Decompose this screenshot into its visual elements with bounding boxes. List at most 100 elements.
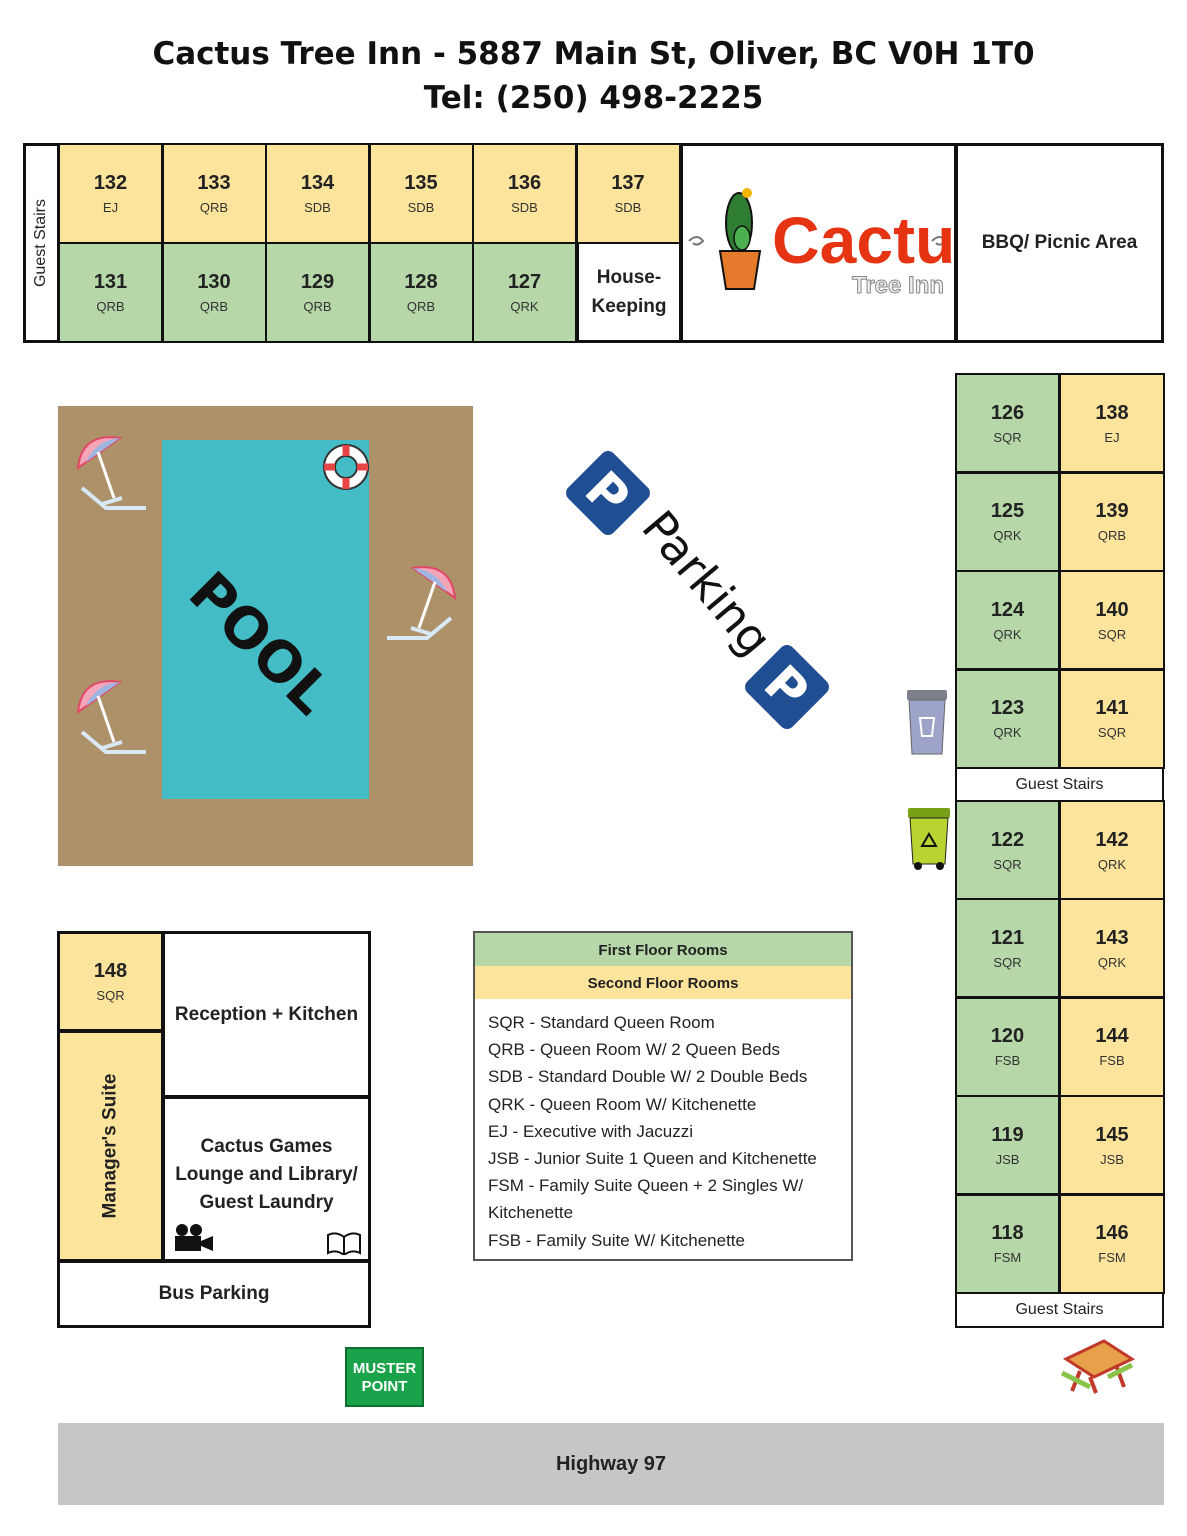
room-number: 126 xyxy=(990,401,1025,424)
room-number: 135 xyxy=(404,172,438,194)
room-number: 123 xyxy=(990,697,1025,719)
room-type: QRB xyxy=(199,200,229,215)
room-number: 131 xyxy=(93,271,128,293)
room-type: QRK xyxy=(993,528,1022,543)
logo-sub-text: Tree Inn xyxy=(852,272,944,299)
room-number: 134 xyxy=(300,172,335,194)
room-type: SDB xyxy=(511,200,538,215)
games-lounge-laundry: Cactus Games Lounge and Library/ Guest L… xyxy=(162,1096,371,1262)
room-number: 118 xyxy=(991,1222,1024,1245)
title-phone: Tel: (250) 498-2225 xyxy=(423,80,764,116)
beach-umbrella-icon xyxy=(76,436,146,510)
room-number: 120 xyxy=(990,1025,1025,1048)
room-number: 133 xyxy=(197,172,231,194)
life-ring-icon xyxy=(323,444,369,490)
legend-item: SQR - Standard Queen Room xyxy=(488,1013,715,1032)
legend-item: SDB - Standard Double W/ 2 Double Beds xyxy=(488,1067,808,1087)
room-number: 132 xyxy=(93,172,128,194)
room-legend: First Floor Rooms Second Floor Rooms SQR… xyxy=(473,931,853,1261)
guest-stairs-middle: Guest Stairs xyxy=(955,767,1164,802)
room-number: 146 xyxy=(1095,1222,1129,1245)
room-type: SDB xyxy=(614,200,642,215)
room-type: EJ xyxy=(102,200,119,215)
legend-item: FSM - Family Suite Queen + 2 Singles W/ … xyxy=(488,1176,804,1223)
parking-sign-letter: P xyxy=(574,460,641,527)
muster-line1: MUSTER xyxy=(352,1360,417,1377)
recycling-bin-icon xyxy=(908,808,950,870)
room-number: 129 xyxy=(300,271,335,293)
legend-item: FSB - Family Suite W/ Kitchenette xyxy=(488,1230,745,1250)
room-type: QRK xyxy=(510,299,539,314)
guest-stairs-bottom: Guest Stairs xyxy=(955,1292,1164,1328)
room-type: QRB xyxy=(1097,528,1127,543)
room-type: QRK xyxy=(1097,856,1127,872)
room-number: 130 xyxy=(197,271,231,293)
room-number: 144 xyxy=(1095,1025,1129,1048)
parking-area: P P Parking xyxy=(566,451,829,729)
games-lounge-label: Cactus Games Lounge and Library/ Guest L… xyxy=(175,1136,358,1213)
housekeeping: House-Keeping xyxy=(577,242,681,342)
room-type: QRK xyxy=(1097,954,1127,970)
room-number: 143 xyxy=(1095,926,1129,949)
room-number: 148 xyxy=(93,960,128,982)
book-icon xyxy=(327,1232,361,1255)
room-type: SQR xyxy=(1097,725,1127,740)
room-number: 119 xyxy=(991,1123,1024,1146)
room-number: 139 xyxy=(1095,500,1129,522)
room-type: JSB xyxy=(995,1151,1020,1167)
room-type: SQR xyxy=(1097,626,1127,642)
room-number: 121 xyxy=(990,926,1025,949)
room-type: FSB xyxy=(1099,1053,1125,1069)
picnic-table-icon xyxy=(1060,1339,1136,1394)
room-type: FSM xyxy=(1098,1250,1126,1266)
room-type: SQR xyxy=(993,429,1022,445)
parking-sign-icon xyxy=(566,451,650,535)
guest-stairs-label: Guest Stairs xyxy=(32,198,50,288)
room-type: FSB xyxy=(994,1053,1021,1069)
room-number: 137 xyxy=(611,172,645,194)
room-type: FSM xyxy=(993,1250,1022,1266)
managers-suite: Manager's Suite xyxy=(57,1030,164,1262)
room-number: 124 xyxy=(990,598,1025,621)
logo-area: Cactus Tree Inn xyxy=(680,143,957,343)
room-type: SQR xyxy=(993,856,1022,872)
parking-label: Parking xyxy=(632,500,783,665)
room-type: QRK xyxy=(993,725,1022,740)
parking-sign-icon xyxy=(745,645,829,729)
pool-water xyxy=(162,440,369,799)
room-number: 128 xyxy=(404,271,438,293)
highway-97: Highway 97 xyxy=(58,1423,1164,1505)
room-type: QRK xyxy=(993,626,1022,642)
legend-second-floor: Second Floor Rooms xyxy=(475,966,851,999)
room-type: QRB xyxy=(96,299,125,314)
logo-main-text: Cactus xyxy=(772,203,954,277)
bus-parking: Bus Parking xyxy=(57,1260,371,1328)
legend-item: JSB - Junior Suite 1 Queen and Kitchenet… xyxy=(488,1149,817,1169)
legend-item: EJ - Executive with Jacuzzi xyxy=(488,1121,694,1141)
